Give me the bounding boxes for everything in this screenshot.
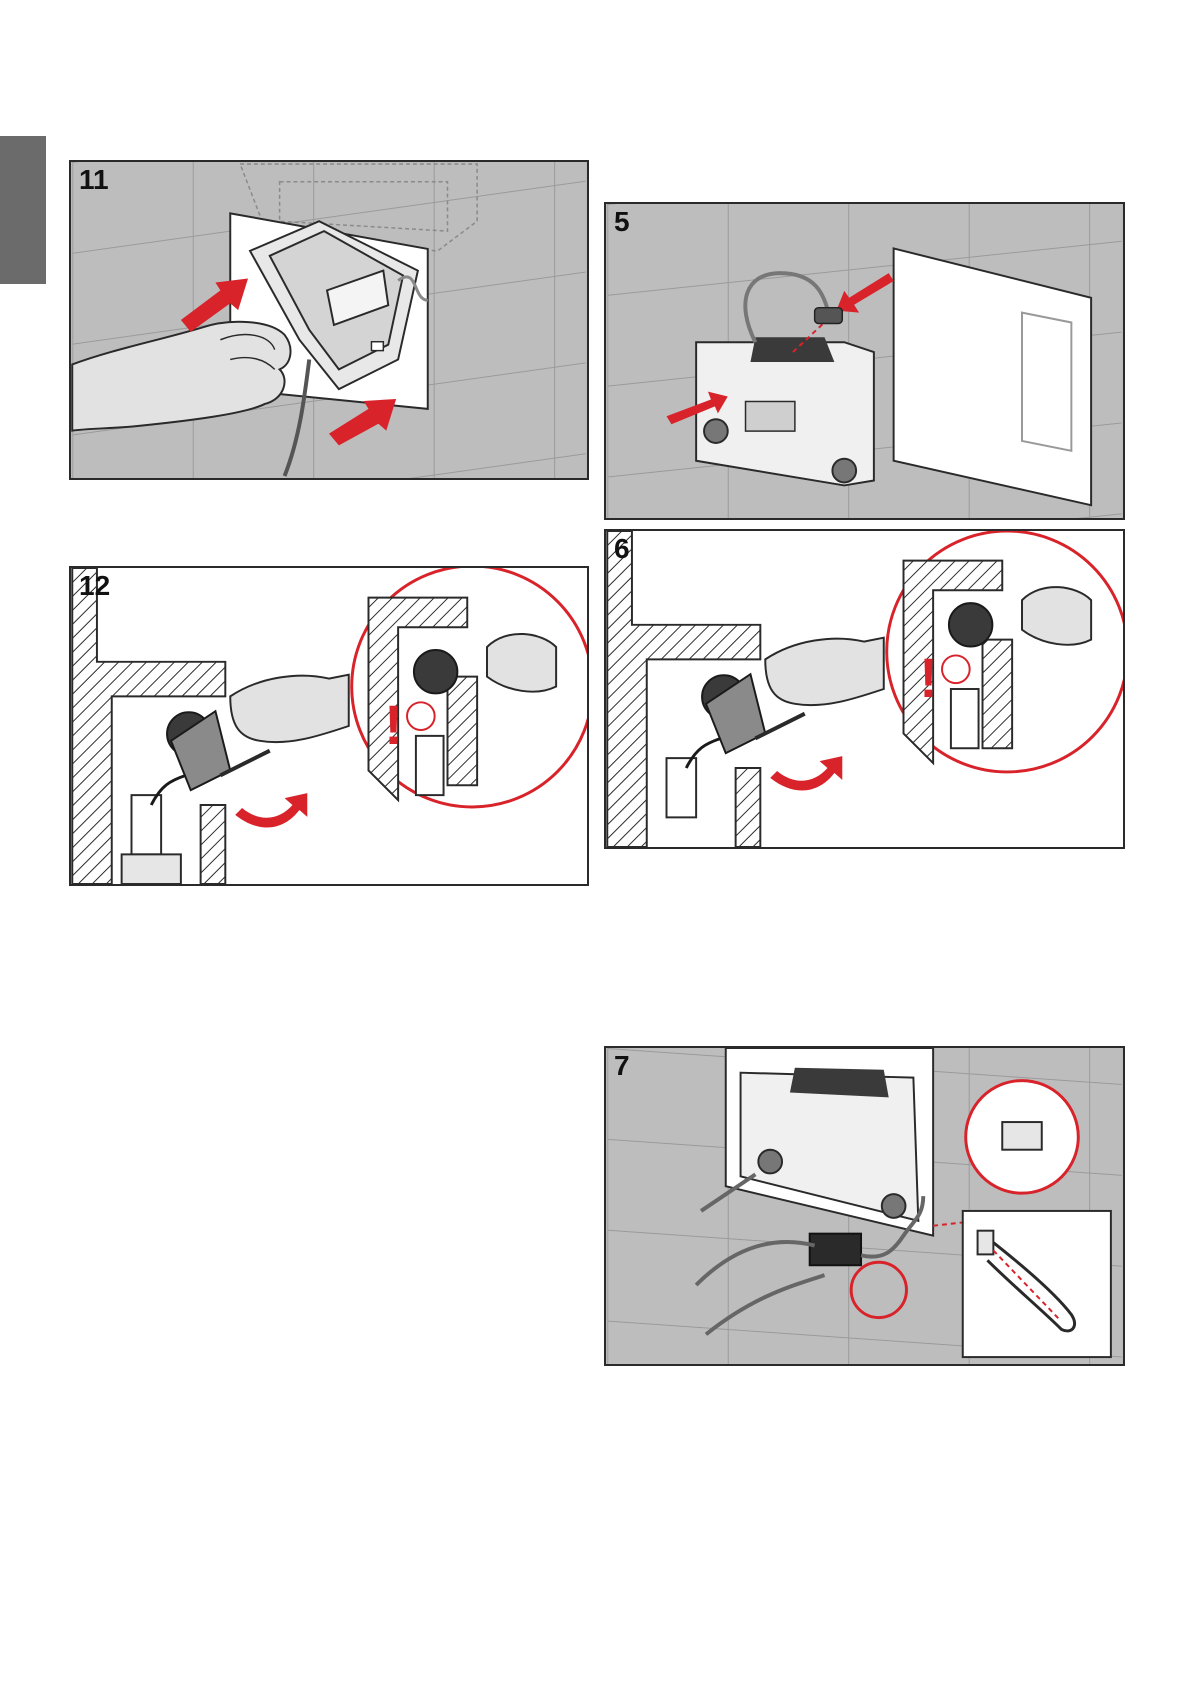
- hand-illustration: [755, 638, 883, 739]
- figure-7: 7: [604, 1046, 1125, 1366]
- figure-6: ! 6: [604, 529, 1125, 849]
- grab-bar-inset: [963, 1211, 1111, 1357]
- figure-5: 5: [604, 202, 1125, 520]
- step-number: 12: [79, 572, 110, 600]
- section-tab: [0, 136, 46, 284]
- figure-7-illustration: [606, 1048, 1123, 1364]
- figure-5-illustration: [606, 204, 1123, 518]
- figure-6-illustration: !: [606, 531, 1123, 847]
- figure-11: 11: [69, 160, 589, 480]
- rotate-arrow-icon: [235, 793, 307, 827]
- step-number: 5: [614, 208, 630, 236]
- step-number: 7: [614, 1052, 630, 1080]
- mounting-plate: [696, 337, 874, 485]
- figure-12-illustration: !: [71, 568, 587, 884]
- detail-circle: !: [352, 568, 587, 807]
- figure-11-illustration: [71, 162, 587, 478]
- junction-box: [810, 1234, 861, 1266]
- warning-mark: !: [384, 694, 402, 756]
- step-number: 6: [614, 535, 630, 563]
- hand-illustration: [220, 675, 348, 776]
- detail-circle: !: [887, 531, 1123, 772]
- warning-mark: !: [919, 647, 937, 709]
- rotate-arrow-icon: [770, 756, 842, 790]
- figure-12: ! 12: [69, 566, 589, 886]
- step-number: 11: [79, 166, 109, 194]
